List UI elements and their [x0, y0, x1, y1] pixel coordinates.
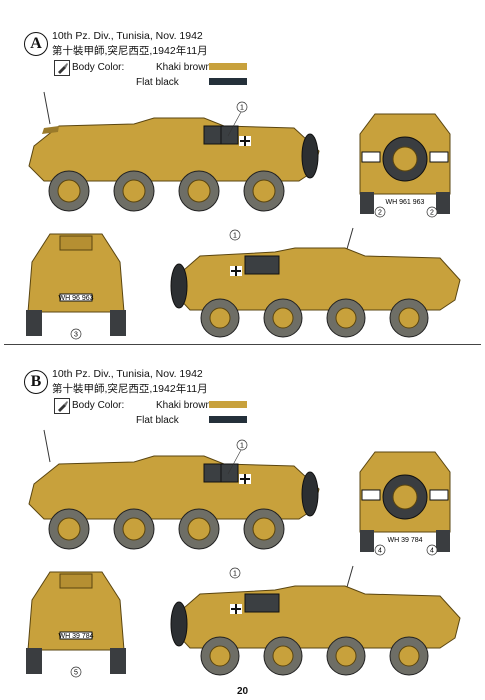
vehicle-left-side-view: 1	[28, 429, 320, 550]
section-b: B 10th Pz. Div., Tunisia, Nov. 1942 第十裝甲…	[6, 352, 479, 682]
callout-number: 1	[233, 571, 237, 578]
callout-number: 4	[378, 548, 382, 555]
unit-title: 10th Pz. Div., Tunisia, Nov. 1942	[52, 368, 203, 380]
color-name-black: Flat black	[136, 415, 179, 426]
rear-plate: WH 39 784	[387, 537, 422, 544]
section-a: A 10th Pz. Div., Tunisia, Nov. 1942 第十裝甲…	[6, 14, 479, 344]
callout-number: 2	[430, 210, 434, 217]
unit-title: 10th Pz. Div., Tunisia, Nov. 1942	[52, 30, 203, 42]
section-letter: B	[24, 370, 48, 394]
vehicle-rear-view: WH 961 963 2 2	[359, 113, 451, 218]
paint-brush-icon	[54, 60, 70, 76]
color-name-khaki: Khaki brown	[156, 400, 212, 411]
vehicle-rear-view: WH 39 784 4 4	[359, 451, 451, 556]
callout-number: 1	[240, 443, 244, 450]
color-name-khaki: Khaki brown	[156, 62, 212, 73]
body-color-label: Body Color:	[72, 400, 125, 411]
section-divider	[4, 344, 481, 345]
vehicle-front-view: WH 39 784 5	[26, 571, 126, 678]
khaki-swatch	[209, 63, 247, 70]
vehicle-left-side-view: 1	[28, 91, 320, 212]
vehicle-right-side-view: 1	[170, 565, 461, 676]
unit-title-chinese: 第十裝甲師,突尼西亞,1942年11月	[52, 45, 208, 57]
callout-number: 4	[430, 548, 434, 555]
vehicle-right-side-view: 1	[170, 227, 461, 338]
color-name-black: Flat black	[136, 77, 179, 88]
khaki-swatch	[209, 401, 247, 408]
black-swatch	[209, 416, 247, 423]
body-color-label: Body Color:	[72, 62, 125, 73]
callout-number: 1	[233, 233, 237, 240]
callout-number: 3	[74, 332, 78, 339]
black-swatch	[209, 78, 247, 85]
callout-number: 2	[378, 210, 382, 217]
callout-number: 1	[240, 105, 244, 112]
paint-brush-icon	[54, 398, 70, 414]
vehicle-front-view: WH 96 963 3	[26, 233, 126, 340]
page-number: 20	[236, 686, 249, 697]
section-letter: A	[24, 32, 48, 56]
rear-plate: WH 961 963	[386, 199, 425, 206]
front-plate: WH 96 963	[58, 295, 93, 302]
front-plate: WH 39 784	[58, 633, 93, 640]
callout-number: 5	[74, 670, 78, 677]
unit-title-chinese: 第十裝甲師,突尼西亞,1942年11月	[52, 383, 208, 395]
